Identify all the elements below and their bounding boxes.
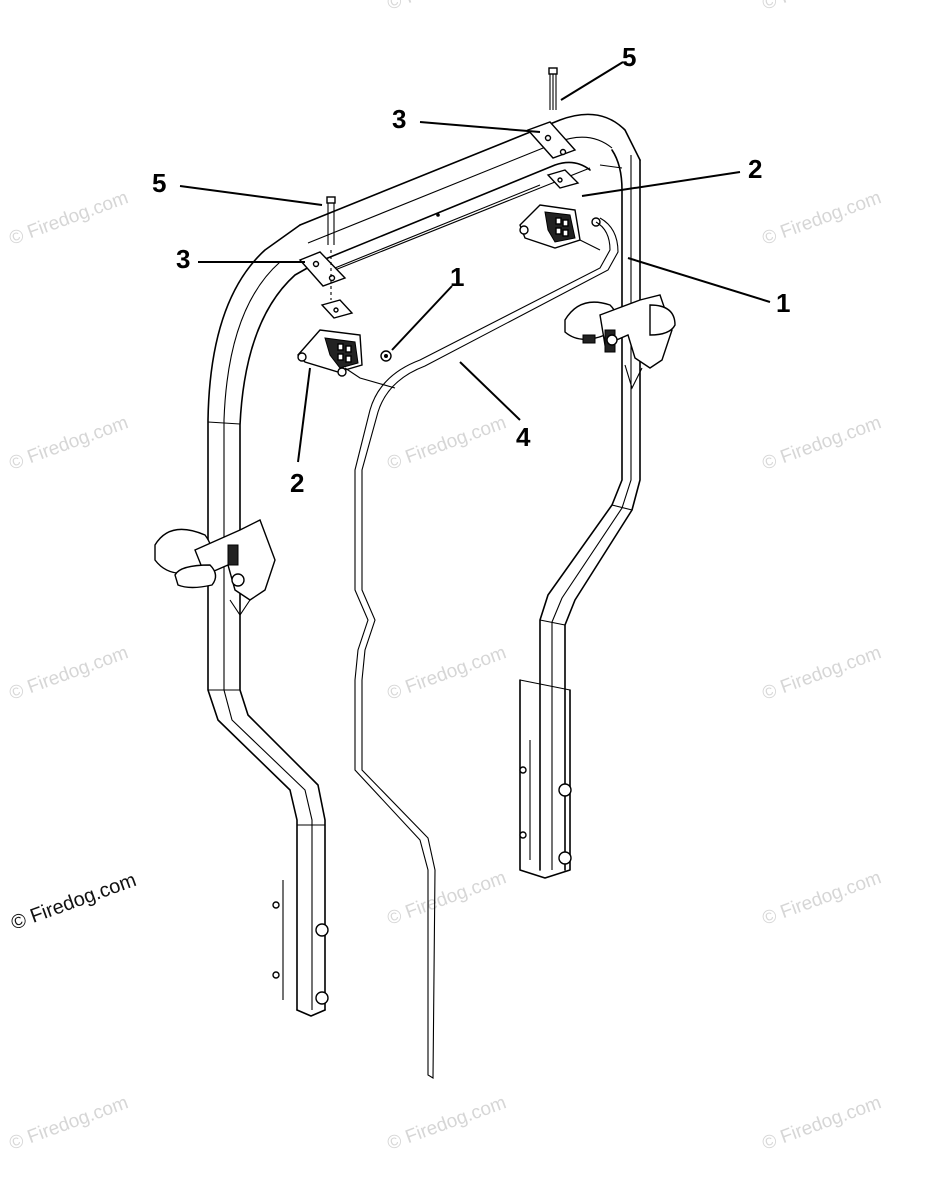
mounting-plate-left [298, 251, 354, 319]
callout-3-plate-right: 3 [392, 104, 406, 134]
bolt-left [326, 196, 336, 300]
bolt-head-icon [315, 991, 329, 1005]
watermark: © Firedog.com [385, 412, 510, 474]
switch-right [519, 204, 601, 249]
bolt-right [548, 67, 558, 110]
watermark: © Firedog.com [760, 412, 885, 474]
watermark: © Firedog.com [385, 1092, 510, 1154]
watermark: © Firedog.com [7, 642, 132, 704]
callout-2-switch-right: 2 [748, 154, 762, 184]
callout-3-plate-left: 3 [176, 244, 190, 274]
wire-harness [344, 217, 619, 1079]
bolt-hole-icon [519, 831, 527, 839]
bolt-hole-icon [272, 971, 280, 979]
callout-1-nut: 1 [450, 262, 464, 292]
watermark: © Firedog.com [7, 412, 132, 474]
switch-left [297, 329, 363, 377]
bolt-head-icon [315, 923, 329, 937]
callout-5-bolt-left: 5 [152, 168, 166, 198]
callout-2-switch-left: 2 [290, 468, 304, 498]
watermark: © Firedog.com [7, 187, 132, 249]
nut-center [380, 350, 392, 362]
watermark: © Firedog.com [385, 867, 510, 929]
watermark: © Firedog.com [760, 867, 885, 929]
callout-5-bolt-right: 5 [622, 42, 636, 72]
bolt-head-icon [558, 783, 572, 797]
watermark: © Firedog.com [385, 642, 510, 704]
roll-bar-frame [207, 113, 641, 1017]
watermark: © Firedog.com [7, 1092, 132, 1154]
callouts: 5 3 5 2 3 1 1 4 2 [152, 42, 790, 498]
callout-4-harness: 4 [516, 422, 531, 452]
callout-1-frame: 1 [776, 288, 790, 318]
latch-left [154, 519, 276, 616]
watermark: © Firedog.com [760, 0, 885, 15]
latch-right [564, 294, 676, 390]
watermark: © Firedog.com [385, 0, 510, 15]
bolt-hole-icon [272, 901, 280, 909]
watermark: © Firedog.com [760, 642, 885, 704]
bolt-head-icon [558, 851, 572, 865]
leader-lines [179, 61, 771, 463]
bolt-hole-icon [519, 766, 527, 774]
watermark-dark: © Firedog.com [8, 869, 139, 935]
watermark: © Firedog.com [760, 1092, 885, 1154]
watermark: © Firedog.com [760, 187, 885, 249]
